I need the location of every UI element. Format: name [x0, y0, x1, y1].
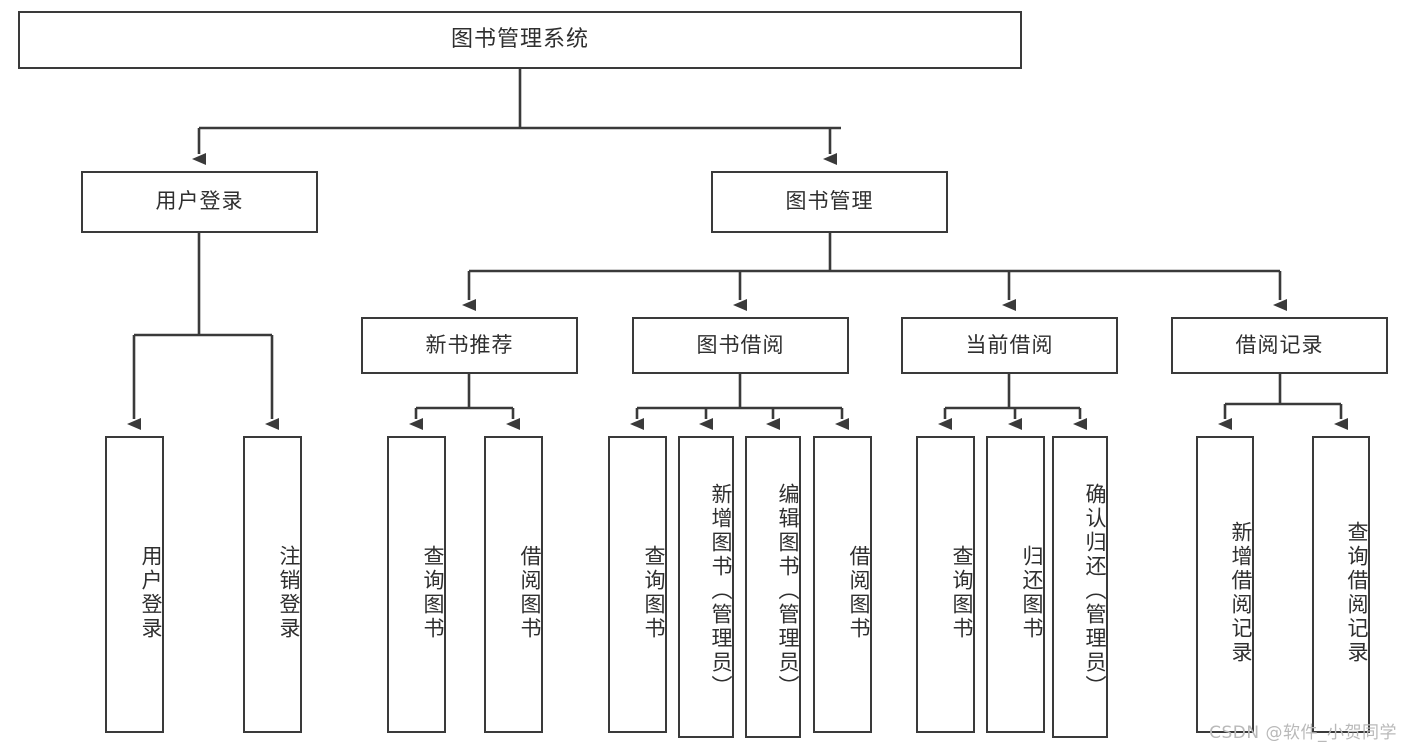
leaf-query-book-1-label: 查询图书	[421, 544, 445, 641]
leaf-query-book-2-label: 查询图书	[642, 544, 666, 641]
leaf-confirm-return[interactable]: 确认归还（管理员）	[1052, 436, 1108, 738]
node-book-borrow[interactable]: 图书借阅	[632, 317, 849, 374]
node-new-book-rec-label: 新书推荐	[425, 332, 514, 357]
node-borrow-record[interactable]: 借阅记录	[1171, 317, 1388, 374]
leaf-borrow-book-1-label: 借阅图书	[518, 544, 542, 641]
leaf-query-record[interactable]: 查询借阅记录	[1312, 436, 1370, 733]
leaf-user-login[interactable]: 用户登录	[105, 436, 164, 733]
leaf-return-book[interactable]: 归还图书	[986, 436, 1045, 733]
leaf-borrow-book-2-label: 借阅图书	[847, 544, 871, 641]
node-user-login-label: 用户登录	[155, 189, 244, 214]
leaf-add-record[interactable]: 新增借阅记录	[1196, 436, 1254, 733]
leaf-logout[interactable]: 注销登录	[243, 436, 302, 733]
node-book-manage-label: 图书管理	[785, 189, 874, 214]
leaf-return-book-label: 归还图书	[1020, 544, 1044, 641]
leaf-edit-book-label: 编辑图书（管理员）	[776, 483, 800, 699]
node-root[interactable]: 图书管理系统	[18, 11, 1022, 69]
leaf-add-record-label: 新增借阅记录	[1229, 520, 1253, 665]
leaf-confirm-return-label: 确认归还（管理员）	[1083, 483, 1107, 699]
leaf-query-record-label: 查询借阅记录	[1345, 520, 1369, 665]
node-current-borrow[interactable]: 当前借阅	[901, 317, 1118, 374]
node-new-book-rec[interactable]: 新书推荐	[361, 317, 578, 374]
leaf-query-book-2[interactable]: 查询图书	[608, 436, 667, 733]
node-root-label: 图书管理系统	[450, 26, 589, 52]
leaf-query-book-1[interactable]: 查询图书	[387, 436, 446, 733]
leaf-borrow-book-1[interactable]: 借阅图书	[484, 436, 543, 733]
leaf-add-book[interactable]: 新增图书（管理员）	[678, 436, 734, 738]
leaf-query-book-3-label: 查询图书	[950, 544, 974, 641]
leaf-user-login-label: 用户登录	[139, 544, 163, 641]
leaf-logout-label: 注销登录	[277, 544, 301, 641]
node-borrow-record-label: 借阅记录	[1235, 332, 1324, 357]
leaf-add-book-label: 新增图书（管理员）	[709, 483, 733, 699]
node-user-login[interactable]: 用户登录	[81, 171, 318, 233]
csdn-watermark: CSDN @软件_小贺同学	[1209, 723, 1397, 743]
leaf-query-book-3[interactable]: 查询图书	[916, 436, 975, 733]
node-current-borrow-label: 当前借阅	[965, 332, 1054, 357]
node-book-borrow-label: 图书借阅	[696, 332, 785, 357]
node-book-manage[interactable]: 图书管理	[711, 171, 948, 233]
leaf-borrow-book-2[interactable]: 借阅图书	[813, 436, 872, 733]
leaf-edit-book[interactable]: 编辑图书（管理员）	[745, 436, 801, 738]
